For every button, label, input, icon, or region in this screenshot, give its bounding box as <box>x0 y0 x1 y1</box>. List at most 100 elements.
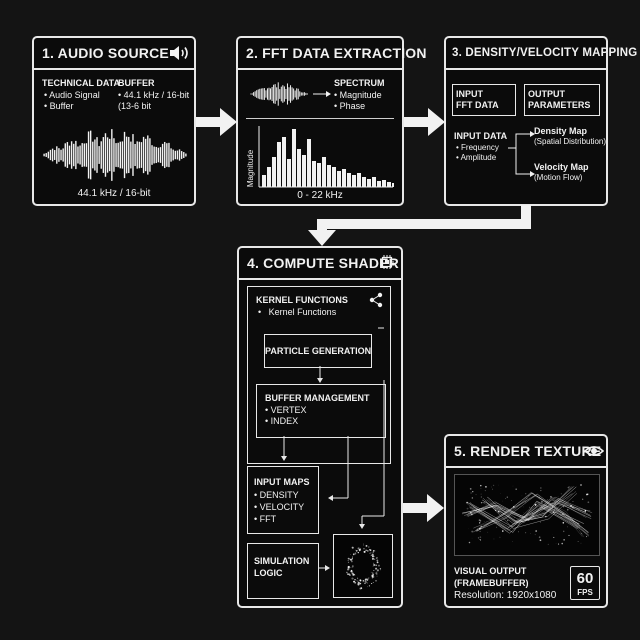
render-texture-panel: 5. RENDER TEXTURE VISUAL OUTPUT (FRAMEBU… <box>444 434 608 608</box>
particle <box>376 570 378 572</box>
spectrum-bar <box>307 139 311 187</box>
render-particle <box>562 530 565 533</box>
render-output-preview <box>454 474 600 556</box>
particle <box>376 573 378 575</box>
particle <box>362 580 365 582</box>
compute-shader-title: 4. COMPUTE SHADER <box>239 248 401 280</box>
render-particle <box>471 530 474 533</box>
technical-data-item: • Audio Signal <box>44 90 100 100</box>
render-particle <box>553 511 555 513</box>
particle <box>359 587 362 590</box>
particle <box>363 543 364 545</box>
render-particle <box>522 506 524 508</box>
simulation-logic-box: SIMULATION LOGIC <box>247 543 319 599</box>
particle <box>373 563 376 567</box>
render-particle <box>525 532 527 534</box>
render-particle <box>499 536 501 538</box>
particle <box>355 554 357 555</box>
particle <box>380 569 382 571</box>
render-strand <box>469 505 581 530</box>
render-particle <box>512 505 515 508</box>
render-particle <box>561 542 564 545</box>
render-particle <box>538 536 541 538</box>
particle <box>347 560 349 562</box>
particle <box>372 573 374 574</box>
input-maps-item: • DENSITY <box>254 490 299 500</box>
render-particle <box>545 515 547 518</box>
audio-source-panel: 1. AUDIO SOURCE TECHNICAL DATA • Audio S… <box>32 36 196 206</box>
render-particle <box>567 487 569 488</box>
render-particle <box>570 505 572 507</box>
kernel-functions-box: KERNEL FUNCTIONS • Kernel Functions <box>247 286 391 464</box>
render-particle <box>480 496 482 498</box>
render-strand <box>487 493 573 523</box>
render-particle <box>471 513 473 516</box>
particle <box>359 582 362 585</box>
render-particle <box>526 497 528 499</box>
spectrum-bar <box>297 149 301 187</box>
particle <box>375 567 378 570</box>
arrow-compute-to-render <box>403 494 444 522</box>
spectrum-bar <box>337 171 341 187</box>
render-strand <box>482 487 572 523</box>
particle <box>364 583 366 584</box>
particle <box>351 577 354 580</box>
render-strand <box>467 503 581 532</box>
input-box-line: FFT DATA <box>456 100 499 110</box>
render-particle <box>479 522 481 524</box>
render-particle <box>580 484 582 486</box>
render-particle <box>567 509 569 511</box>
render-particle <box>525 501 526 503</box>
buffer-management-item: • VERTEX <box>265 405 307 415</box>
render-particle <box>487 531 489 533</box>
particle <box>367 586 368 588</box>
render-particle <box>572 518 574 520</box>
render-particle <box>539 539 542 542</box>
render-strand <box>467 502 579 531</box>
particle <box>372 565 374 567</box>
particle <box>354 552 357 555</box>
particle <box>348 565 350 568</box>
render-particle <box>539 497 541 499</box>
render-particle <box>466 507 469 510</box>
render-particle <box>561 504 564 507</box>
render-particle <box>479 530 481 533</box>
render-particle <box>547 499 548 501</box>
particle <box>347 557 350 560</box>
particle <box>374 550 376 552</box>
render-particle <box>570 527 571 528</box>
render-particle <box>512 525 514 527</box>
kernel-item: • Kernel Functions <box>258 307 337 317</box>
output-parameters-box: OUTPUT PARAMETERS <box>524 84 600 116</box>
render-particle <box>515 488 517 490</box>
technical-data-item: • Buffer <box>44 101 74 111</box>
particle <box>352 573 355 576</box>
render-particle <box>525 493 527 495</box>
render-particle <box>520 514 522 516</box>
resolution-label: Resolution: 1920x1080 <box>454 590 557 601</box>
render-particle <box>501 504 502 506</box>
particle <box>352 553 355 556</box>
render-particle <box>479 539 481 540</box>
particle <box>366 579 369 581</box>
spectrum-bar <box>327 165 331 187</box>
render-particle <box>486 520 488 523</box>
render-particle <box>498 511 500 513</box>
render-particle <box>563 539 565 541</box>
render-particle <box>484 490 486 492</box>
particle <box>376 561 379 564</box>
particle <box>351 558 353 560</box>
particle <box>355 549 358 552</box>
particle <box>347 568 350 571</box>
audio-caption: 44.1 kHz / 16-bit <box>77 188 151 199</box>
render-particle <box>562 513 564 516</box>
spectrum-bar <box>302 155 306 187</box>
render-particle <box>550 496 552 498</box>
particle <box>379 568 382 570</box>
x-axis-label: 0 - 22 kHz <box>297 190 343 201</box>
spectrum-bar <box>387 182 391 187</box>
render-particle <box>521 495 523 497</box>
render-particle <box>586 493 588 496</box>
render-particle <box>540 490 542 492</box>
render-particle <box>562 522 565 524</box>
